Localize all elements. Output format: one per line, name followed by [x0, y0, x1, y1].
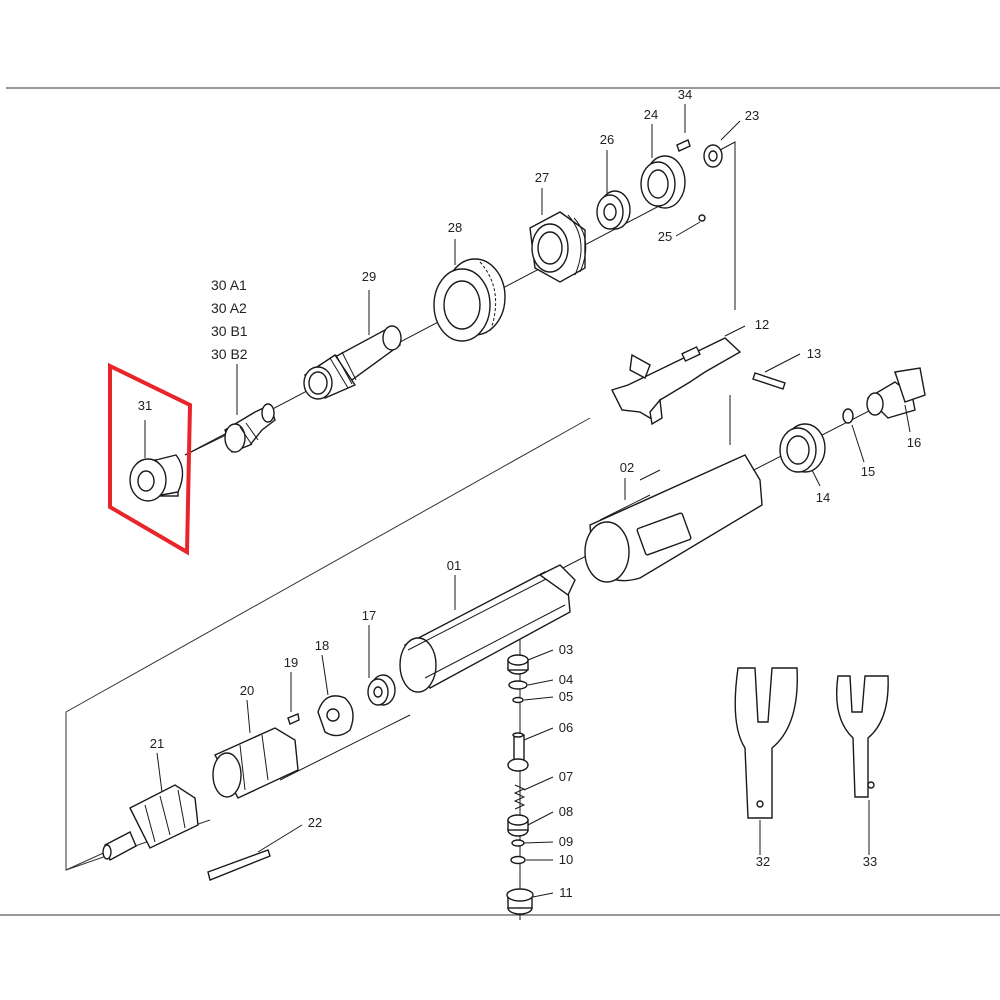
part-16-air-inlet[interactable] — [866, 367, 926, 419]
part-28-lock-ring[interactable] — [433, 258, 506, 342]
label-11: 11 — [559, 885, 573, 900]
label-31: 31 — [138, 398, 152, 413]
part-14-bushing[interactable] — [779, 423, 826, 473]
part-02-housing-sleeve[interactable]: m7 — [584, 454, 763, 583]
label-24: 24 — [644, 107, 658, 122]
assembly-frame — [0, 87, 1000, 916]
part-labels: 31 30 A1 30 A2 30 B1 30 B2 29 28 27 26 2… — [138, 87, 921, 900]
part-25-ball[interactable] — [698, 214, 706, 222]
label-29: 29 — [362, 269, 376, 284]
part-21-rotor[interactable] — [102, 784, 199, 862]
label-33: 33 — [863, 854, 877, 869]
part-10-o-ring[interactable] — [510, 855, 526, 865]
label-05: 05 — [559, 689, 573, 704]
part-20-cylinder[interactable] — [212, 727, 299, 799]
part-30-collet[interactable] — [224, 403, 276, 453]
part-07-spring[interactable] — [513, 784, 526, 810]
label-14: 14 — [816, 490, 830, 505]
part-12-throttle-lever[interactable] — [611, 337, 742, 426]
part-33-wrench[interactable] — [835, 675, 889, 798]
valve-stack — [506, 654, 534, 915]
label-19: 19 — [284, 655, 298, 670]
part-32-wrench[interactable] — [734, 667, 798, 819]
leader-lines — [144, 104, 911, 898]
label-08: 08 — [559, 804, 573, 819]
part-27-bearing-housing[interactable] — [529, 211, 587, 283]
part-05-o-ring[interactable] — [512, 696, 524, 704]
part-09-o-ring[interactable] — [511, 839, 525, 847]
label-17: 17 — [362, 608, 376, 623]
label-01: 01 — [447, 558, 461, 573]
label-28: 28 — [448, 220, 462, 235]
label-18: 18 — [315, 638, 329, 653]
part-17-bearing[interactable] — [367, 674, 396, 706]
label-16: 16 — [907, 435, 921, 450]
label-27: 27 — [535, 170, 549, 185]
part-11-valve-cap[interactable] — [506, 888, 534, 915]
label-22: 22 — [308, 815, 322, 830]
part-06-valve-stem[interactable] — [507, 732, 529, 772]
part-23-washer[interactable] — [703, 144, 723, 168]
part-01-motor-housing[interactable] — [399, 564, 576, 693]
label-30b2: 30 B2 — [211, 346, 248, 362]
part-03-valve-seat[interactable] — [507, 654, 529, 675]
label-09: 09 — [559, 834, 573, 849]
label-12: 12 — [755, 317, 769, 332]
part-19-pin[interactable] — [287, 713, 300, 725]
part-31-collet-nut[interactable] — [129, 454, 184, 502]
part-15-o-ring[interactable] — [842, 408, 854, 424]
part-13-lever-pin[interactable] — [752, 372, 786, 390]
label-10: 10 — [559, 852, 573, 867]
label-25: 25 — [658, 229, 672, 244]
label-30a1: 30 A1 — [211, 277, 247, 293]
label-30b1: 30 B1 — [211, 323, 248, 339]
part-24-bearing-plate[interactable] — [640, 155, 686, 209]
label-26: 26 — [600, 132, 614, 147]
label-13: 13 — [807, 346, 821, 361]
label-34: 34 — [678, 87, 692, 102]
part-04-o-ring[interactable] — [508, 680, 528, 690]
part-34-pin[interactable] — [676, 139, 691, 152]
label-30a2: 30 A2 — [211, 300, 247, 316]
label-15: 15 — [861, 464, 875, 479]
label-23: 23 — [745, 108, 759, 123]
part-22-vane[interactable] — [207, 849, 271, 881]
label-32: 32 — [756, 854, 770, 869]
label-06: 06 — [559, 720, 573, 735]
part-18-end-plate[interactable] — [317, 695, 354, 737]
part-29-spindle[interactable] — [303, 325, 402, 400]
part-08-valve-bushing[interactable] — [507, 814, 529, 837]
part-26-ball-bearing[interactable] — [596, 190, 631, 230]
highlight-box — [108, 362, 193, 556]
label-21: 21 — [150, 736, 164, 751]
label-20: 20 — [240, 683, 254, 698]
label-02: 02 — [620, 460, 634, 475]
label-03: 03 — [559, 642, 573, 657]
label-07: 07 — [559, 769, 573, 784]
label-04: 04 — [559, 672, 573, 687]
